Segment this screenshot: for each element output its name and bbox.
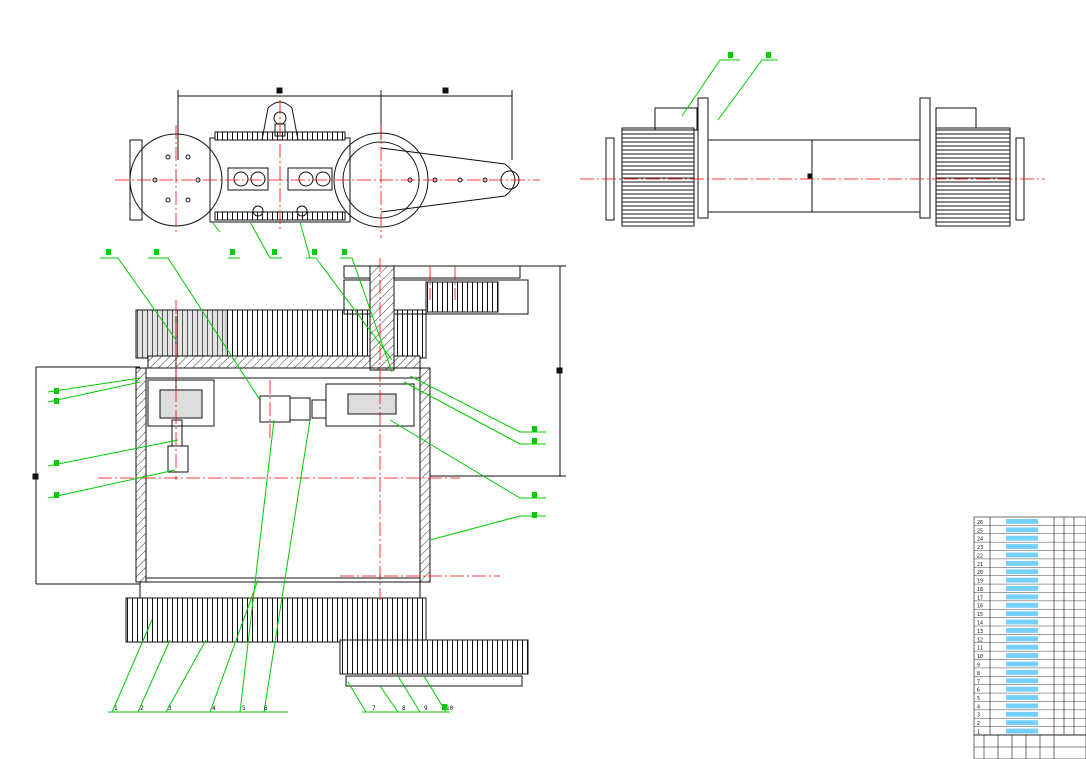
callout-number: 5 xyxy=(242,705,246,712)
table-item-number: 19 xyxy=(977,579,983,585)
table-name-cell xyxy=(1006,577,1038,583)
callout-number: 7 xyxy=(372,705,376,712)
parts-table-rows: 2625242322212019181716151413121110987654… xyxy=(974,519,1086,736)
axle-view xyxy=(605,97,1025,227)
table-item-number: 11 xyxy=(977,646,983,652)
table-name-cell xyxy=(1006,586,1038,591)
table-item-number: 1 xyxy=(977,730,980,736)
table-name-cell xyxy=(1006,644,1038,650)
table-name-cell xyxy=(1006,703,1038,709)
table-name-cell xyxy=(1006,544,1038,550)
callout-number: 8 xyxy=(402,705,406,712)
centerlines-section xyxy=(98,258,500,600)
table-name-cell xyxy=(1006,560,1038,566)
table-item-number: 5 xyxy=(977,696,980,702)
center-motor xyxy=(259,395,291,423)
callout-number: 2 xyxy=(140,705,144,712)
table-item-number: 20 xyxy=(977,570,983,576)
table-name-cell xyxy=(1006,661,1038,667)
callout-number: 4 xyxy=(212,705,216,712)
table-name-cell xyxy=(1006,653,1038,659)
table-item-number: 2 xyxy=(977,721,980,727)
table-item-number: 21 xyxy=(977,562,983,568)
table-name-cell xyxy=(1006,628,1038,633)
table-name-cell xyxy=(1006,728,1038,734)
table-item-number: 10 xyxy=(977,654,983,660)
table-item-number: 25 xyxy=(977,528,983,534)
section-view xyxy=(32,265,566,687)
table-name-cell xyxy=(1006,669,1038,675)
leader-lines xyxy=(47,59,778,713)
table-name-cell xyxy=(1006,519,1038,524)
table-item-number: 22 xyxy=(977,553,983,559)
table-item-number: 17 xyxy=(977,595,983,601)
table-item-number: 12 xyxy=(977,637,983,643)
table-name-cell xyxy=(1006,619,1038,625)
callout-number: 9 xyxy=(424,705,428,712)
dimension-marker xyxy=(442,87,449,94)
table-name-cell xyxy=(1006,720,1038,726)
table-item-number: 23 xyxy=(977,545,983,551)
table-name-cell xyxy=(1006,611,1038,617)
table-item-number: 24 xyxy=(977,537,983,543)
axle-tube xyxy=(707,139,921,213)
callout-number: 10 xyxy=(446,705,454,712)
table-name-cell xyxy=(1006,535,1038,541)
table-item-number: 13 xyxy=(977,629,983,635)
callout-number: 6 xyxy=(264,705,268,712)
centerlines-top xyxy=(115,100,540,238)
table-name-cell xyxy=(1006,552,1038,558)
table-name-cell xyxy=(1006,678,1038,684)
right-shaft-assembly xyxy=(325,383,415,427)
table-item-number: 8 xyxy=(977,671,980,677)
table-name-cell xyxy=(1006,711,1038,717)
top-view xyxy=(129,87,520,228)
table-item-number: 3 xyxy=(977,713,980,719)
callout-number: 1 xyxy=(114,705,118,712)
table-item-number: 7 xyxy=(977,679,980,685)
table-item-number: 16 xyxy=(977,604,983,610)
table-item-number: 9 xyxy=(977,662,980,668)
side-gear xyxy=(339,639,529,675)
left-motor xyxy=(167,445,189,473)
table-name-cell xyxy=(1006,602,1038,608)
dimension-marker xyxy=(276,87,283,94)
table-name-cell xyxy=(1006,636,1038,642)
callout-number: 3 xyxy=(168,705,172,712)
table-name-cell xyxy=(1006,527,1038,533)
table-item-number: 26 xyxy=(977,520,983,526)
table-name-cell xyxy=(1006,569,1038,575)
table-item-number: 6 xyxy=(977,688,980,694)
table-name-cell xyxy=(1006,594,1038,600)
callout-labels: 1 2 3 4 5 6 7 8 9 10 xyxy=(114,705,454,712)
table-name-cell xyxy=(1006,686,1038,692)
table-item-number: 15 xyxy=(977,612,983,618)
table-item-number: 14 xyxy=(977,621,983,627)
table-item-number: 18 xyxy=(977,587,983,593)
left-gearbox xyxy=(147,379,215,427)
table-item-number: 4 xyxy=(977,704,980,710)
leader-tags xyxy=(54,52,771,710)
table-name-cell xyxy=(1006,695,1038,700)
